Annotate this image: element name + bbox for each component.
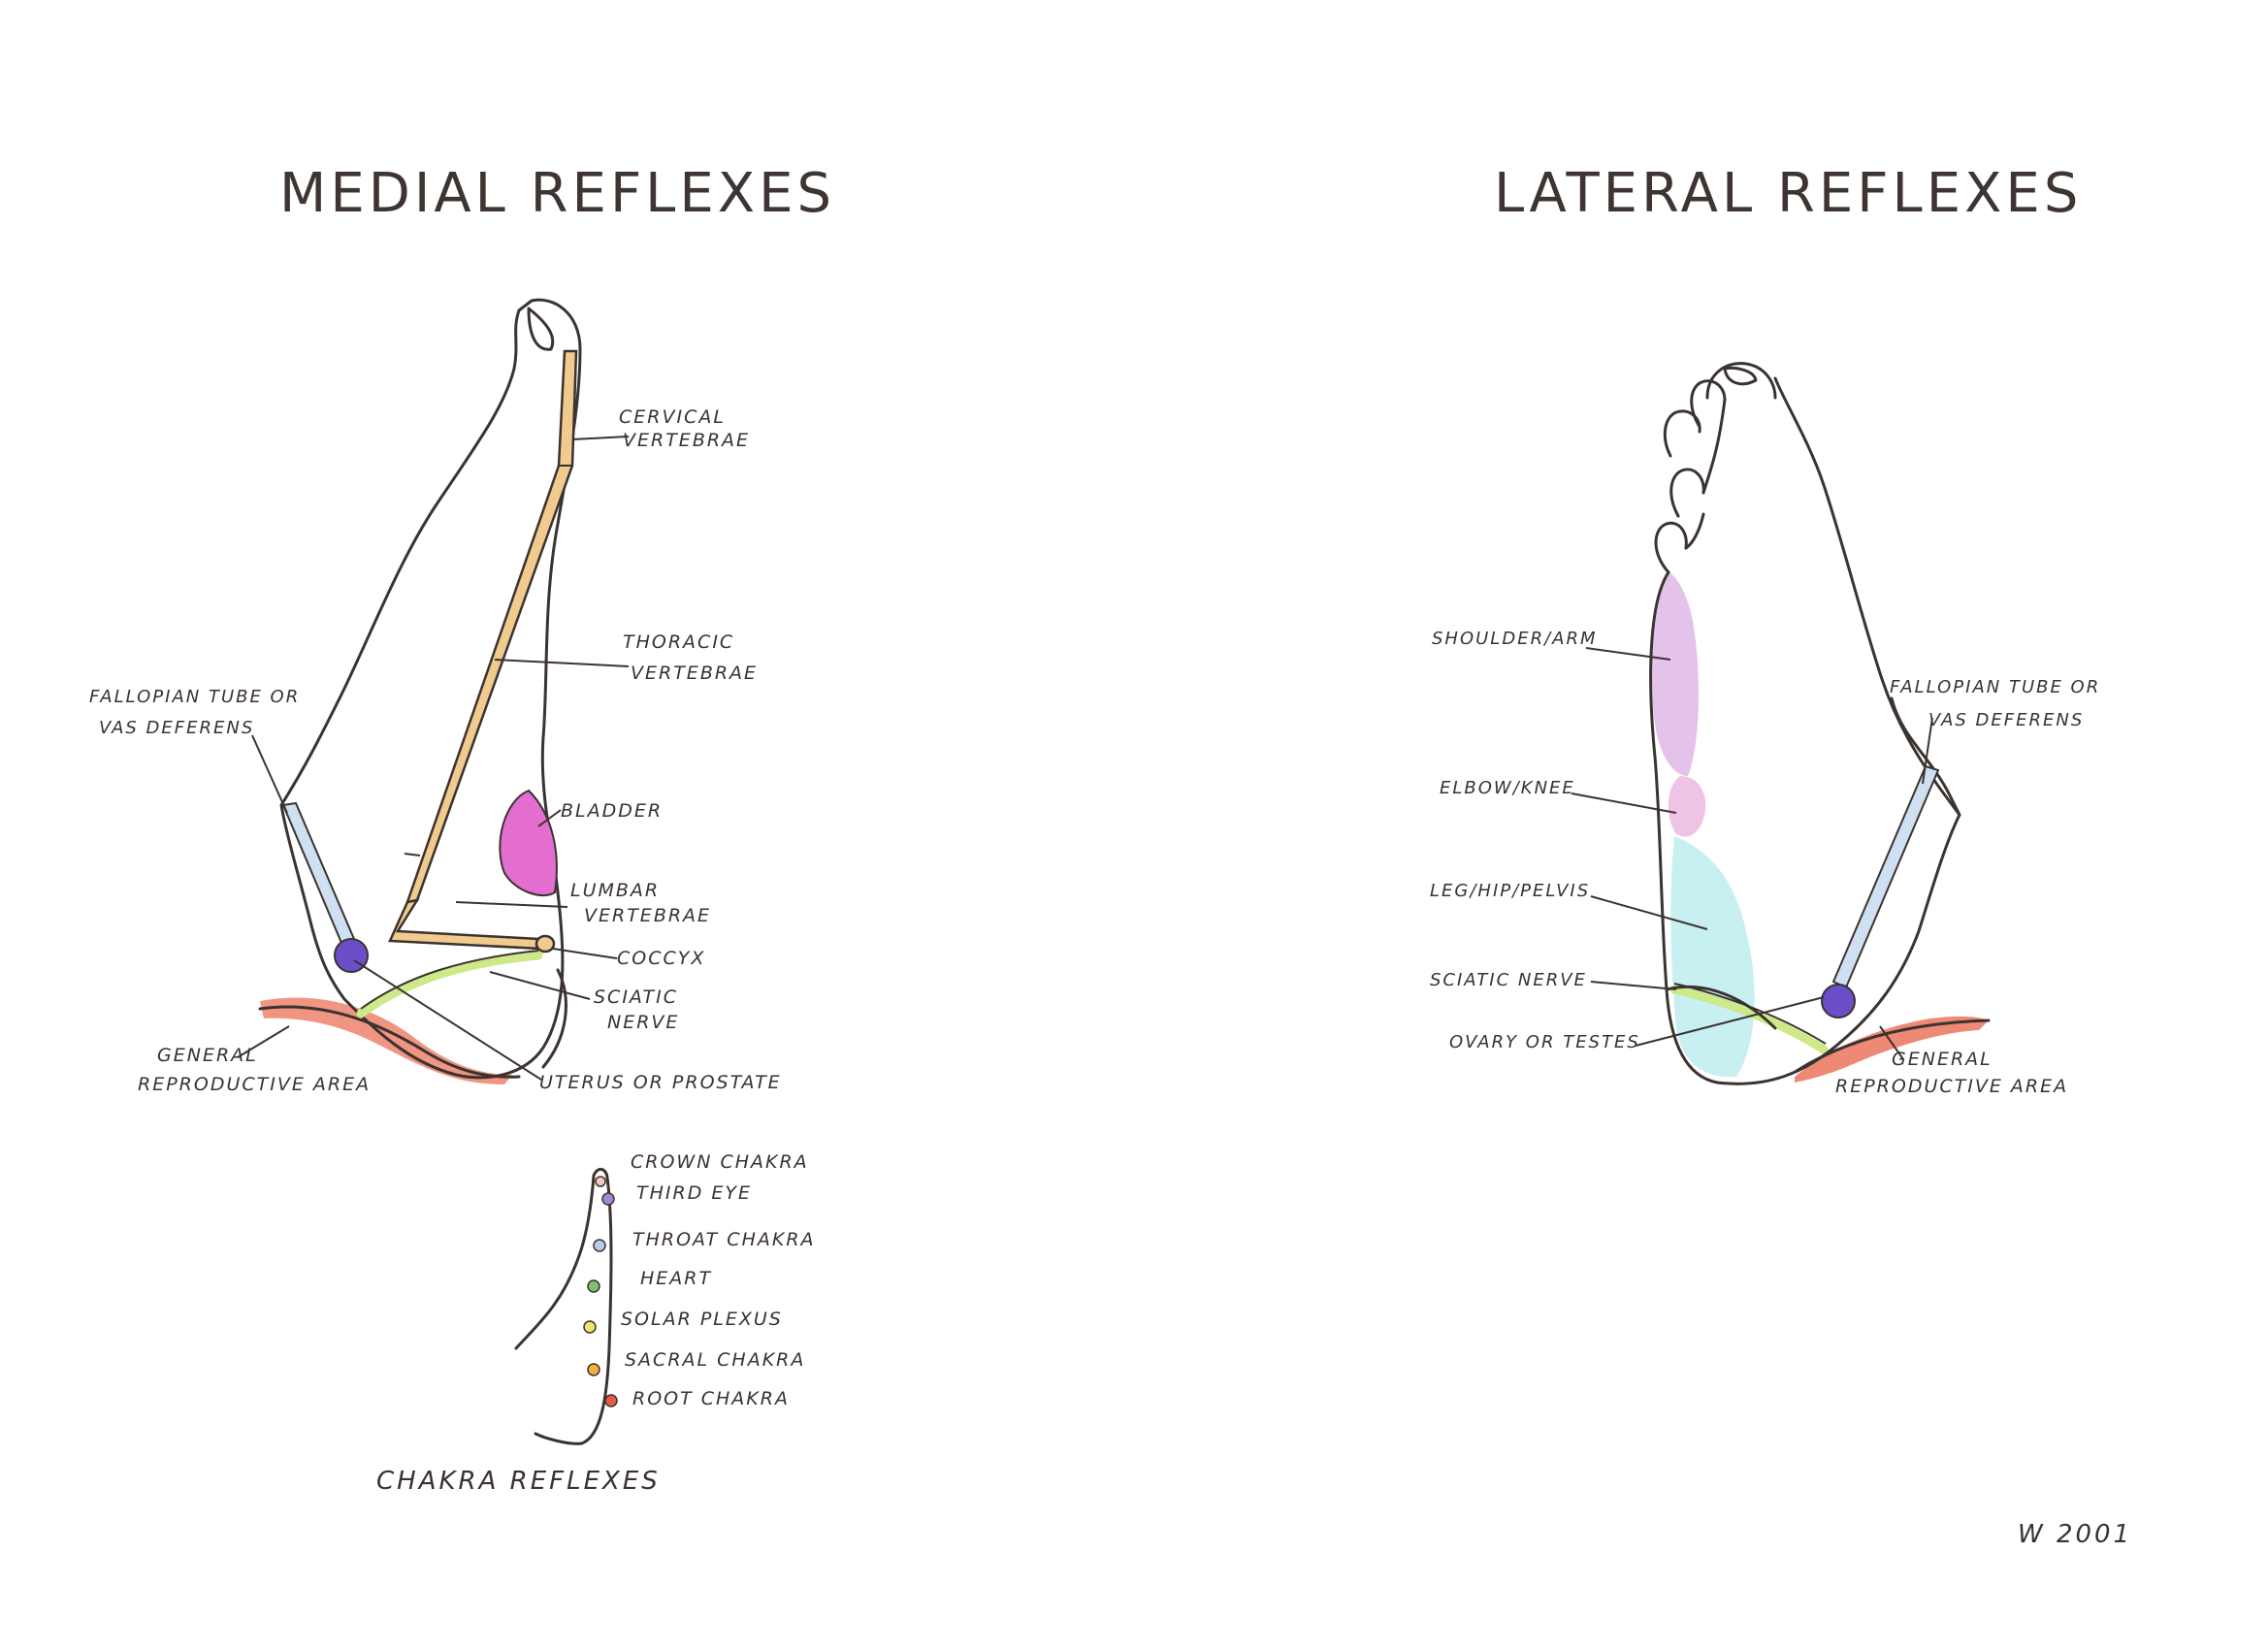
- signature: W 2001: [2018, 1520, 2132, 1549]
- lateral-toe-3: [1663, 409, 1701, 458]
- lateral-label-fallopian-1: FALLOPIAN TUBE OR: [1890, 677, 2100, 697]
- lateral-leader-shoulder: [1585, 647, 1671, 661]
- medial-label-thoracic-1: THORACIC: [623, 631, 734, 653]
- medial-sciatic-nerve-edge: [360, 950, 539, 1010]
- lateral-toe-2: [1690, 379, 1727, 429]
- chakra-label-1: THIRD EYE: [636, 1182, 752, 1204]
- lateral-fallopian-tube: [1831, 764, 1940, 989]
- medial-foot-outline: [279, 298, 582, 1080]
- chakra-dot-6: [604, 1394, 618, 1407]
- lateral-heel-line: [1665, 985, 1777, 1030]
- lateral-sciatic-nerve: [1669, 985, 1829, 1054]
- medial-spine-tick-2: [404, 853, 421, 857]
- medial-label-thoracic-2: VERTEBRAE: [631, 663, 758, 684]
- chakra-dot-4: [583, 1320, 597, 1334]
- lateral-leader-reproductive: [1879, 1025, 1904, 1060]
- medial-section: MEDIAL REFLEXES: [89, 162, 835, 1095]
- lateral-foot-outline: [1649, 376, 1961, 1085]
- medial-leader-lumbar: [455, 901, 568, 908]
- lateral-label-reproductive-2: REPRODUCTIVE AREA: [1835, 1076, 2068, 1097]
- medial-sciatic-nerve: [356, 951, 543, 1018]
- medial-label-bladder: BLADDER: [561, 800, 663, 822]
- medial-leader-uterus: [353, 959, 542, 1081]
- lateral-reproductive-area: [1795, 1016, 1989, 1083]
- medial-spine: [405, 349, 578, 904]
- chakra-section: CROWN CHAKRA THIRD EYE THROAT CHAKRA HEART S…: [376, 1151, 816, 1496]
- medial-bladder: [499, 789, 558, 897]
- medial-label-reproductive-1: GENERAL: [157, 1045, 258, 1066]
- medial-leader-coccyx: [552, 948, 618, 959]
- lateral-toe-5: [1654, 521, 1688, 574]
- chakra-dot-5: [587, 1363, 600, 1376]
- chakra-labels: CROWN CHAKRA THIRD EYE THROAT CHAKRA HEART S…: [621, 1151, 816, 1409]
- medial-title: MEDIAL REFLEXES: [279, 162, 835, 225]
- medial-label-uterus: UTERUS OR PROSTATE: [539, 1072, 782, 1093]
- chakra-dot-0: [595, 1176, 606, 1187]
- chakra-foot-outline: [514, 1168, 613, 1445]
- medial-label-fallopian-2: VAS DEFERENS: [99, 718, 254, 738]
- lateral-toe-line: [1684, 398, 1727, 550]
- medial-label-sciatic-1: SCIATIC: [594, 986, 678, 1008]
- lateral-title: LATERAL REFLEXES: [1494, 162, 2082, 225]
- lateral-ankle-line: [1890, 696, 1961, 817]
- chakra-label-2: THROAT CHAKRA: [632, 1229, 816, 1250]
- medial-uterus-nodule: [334, 938, 369, 973]
- lateral-label-leg: LEG/HIP/PELVIS: [1430, 881, 1590, 901]
- lateral-leader-ovary: [1635, 996, 1825, 1047]
- medial-spine-lumbar: [388, 898, 543, 951]
- chakra-label-0: CROWN CHAKRA: [631, 1151, 809, 1173]
- chakra-label-6: ROOT CHAKRA: [632, 1388, 790, 1409]
- medial-label-sciatic-2: NERVE: [607, 1012, 679, 1033]
- lateral-leg-region: [1670, 836, 1755, 1078]
- lateral-label-shoulder: SHOULDER/ARM: [1432, 629, 1598, 649]
- lateral-label-elbow: ELBOW/KNEE: [1440, 778, 1575, 798]
- lateral-label-sciatic: SCIATIC NERVE: [1430, 970, 1587, 990]
- lateral-shoulder-region: [1652, 572, 1700, 776]
- lateral-leader-elbow: [1571, 792, 1677, 814]
- lateral-leader-sciatic: [1590, 981, 1677, 990]
- chakra-label-3: HEART: [640, 1268, 712, 1289]
- medial-fallopian-tube: [281, 801, 356, 945]
- medial-leader-sciatic: [489, 971, 591, 1000]
- medial-leader-reproductive: [237, 1025, 290, 1058]
- lateral-label-ovary: OVARY OR TESTES: [1449, 1032, 1640, 1052]
- medial-heel-contour: [541, 968, 567, 1069]
- chakra-dots: [583, 1176, 618, 1407]
- chakra-label-5: SACRAL CHAKRA: [625, 1349, 805, 1371]
- lateral-leader-fallopian: [1922, 717, 1933, 785]
- medial-label-reproductive-2: REPRODUCTIVE AREA: [138, 1074, 371, 1095]
- lateral-elbow-region: [1668, 776, 1706, 837]
- lateral-toe-4: [1669, 468, 1705, 518]
- chakra-dot-3: [587, 1279, 600, 1293]
- chakra-title: CHAKRA REFLEXES: [376, 1467, 661, 1496]
- chakra-dot-2: [593, 1239, 606, 1252]
- medial-leader-bladder: [537, 809, 562, 827]
- medial-reproductive-edge: [258, 1005, 521, 1079]
- medial-label-lumbar-2: VERTEBRAE: [584, 905, 711, 926]
- chakra-dot-1: [601, 1192, 615, 1206]
- medial-label-fallopian-1: FALLOPIAN TUBE OR: [89, 687, 300, 707]
- medial-label-coccyx: COCCYX: [617, 948, 705, 969]
- medial-leader-cervical: [571, 436, 630, 440]
- lateral-leader-leg: [1590, 895, 1708, 930]
- medial-label-lumbar-1: LUMBAR: [570, 880, 660, 901]
- lateral-label-fallopian-2: VAS DEFERENS: [1928, 710, 2084, 730]
- lateral-section: LATERAL REFLEXES: [1430, 162, 2100, 1097]
- chakra-label-4: SOLAR PLEXUS: [621, 1309, 783, 1330]
- medial-coccyx: [535, 934, 556, 954]
- lateral-label-reproductive-1: GENERAL: [1892, 1049, 1993, 1070]
- medial-leader-thoracic: [494, 659, 630, 667]
- lateral-ovary-nodule: [1821, 984, 1856, 1018]
- medial-label-cervical-2: VERTEBRAE: [623, 430, 750, 451]
- medial-label-cervical-1: CERVICAL: [619, 406, 726, 428]
- medial-toenail: [527, 307, 555, 351]
- lateral-big-toenail: [1723, 367, 1758, 386]
- medial-leader-fallopian: [251, 734, 288, 814]
